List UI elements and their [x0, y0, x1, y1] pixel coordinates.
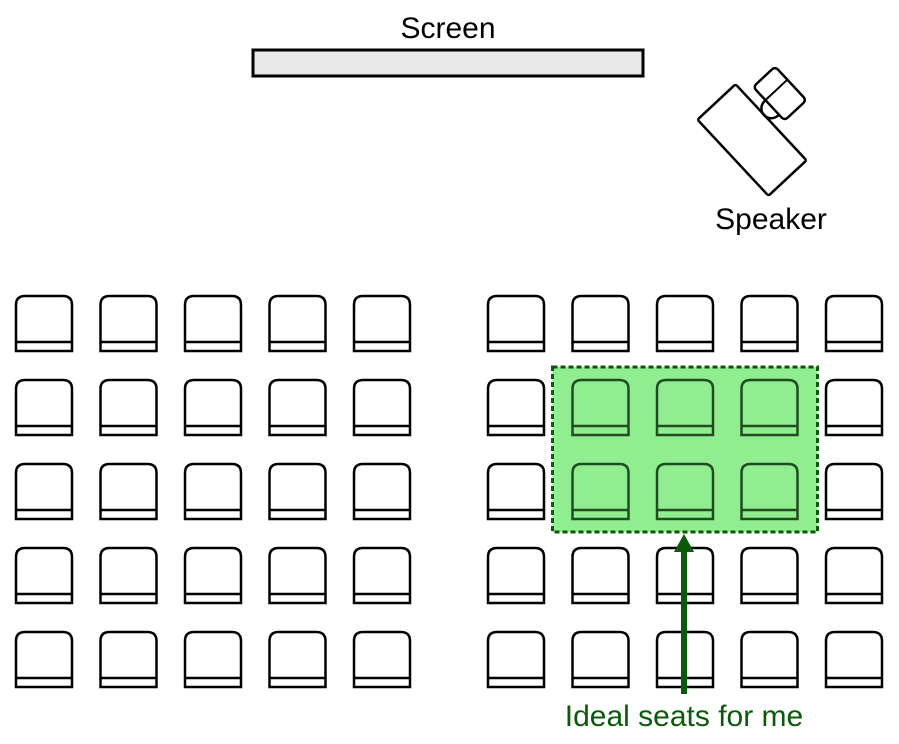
chair-icon [655, 462, 715, 521]
chair-icon [352, 630, 412, 689]
chair-icon [183, 630, 243, 689]
chair-icon [268, 546, 327, 605]
chair-icon [14, 462, 74, 521]
chair-icon [571, 462, 630, 521]
speaker-label: Speaker [715, 203, 827, 236]
chair-icon [99, 546, 158, 605]
chair-icon [352, 462, 412, 521]
chair-icon [571, 630, 630, 689]
chair-icon [571, 378, 630, 437]
ideal-seats-highlight [551, 365, 819, 534]
chair-icon [352, 378, 412, 437]
chair-icon [740, 378, 799, 437]
chair-icon [14, 378, 74, 437]
chair-icon [486, 294, 546, 353]
chair-icon [14, 294, 74, 353]
chair-icon [824, 546, 884, 605]
chair-icon [183, 378, 243, 437]
chair-icon [740, 546, 799, 605]
chair-icon [486, 546, 546, 605]
chair-icon [655, 294, 715, 353]
chair-icon [824, 630, 884, 689]
chair-icon [740, 462, 799, 521]
chair-icon [571, 546, 630, 605]
chair-icon [268, 630, 327, 689]
screen-bar [251, 48, 645, 78]
chair-icon [183, 462, 243, 521]
chair-icon [14, 546, 74, 605]
chair-icon [655, 378, 715, 437]
chair-icon [352, 546, 412, 605]
chair-icon [352, 294, 412, 353]
chair-icon [99, 378, 158, 437]
chair-icon [824, 378, 884, 437]
chair-icon [99, 462, 158, 521]
screen-label: Screen [400, 12, 495, 45]
chair-icon [486, 462, 546, 521]
podium-speaker-icon [697, 66, 807, 197]
chair-icon [571, 294, 630, 353]
chair-icon [486, 378, 546, 437]
pointer-arrow [674, 534, 694, 694]
seats-layer [14, 294, 884, 689]
chair-icon [824, 462, 884, 521]
chair-icon [268, 378, 327, 437]
chair-icon [183, 294, 243, 353]
ideal-seats-label: Ideal seats for me [565, 700, 803, 733]
chair-icon [99, 294, 158, 353]
chair-icon [14, 630, 74, 689]
chair-icon [740, 294, 799, 353]
chair-icon [740, 630, 799, 689]
chair-icon [183, 546, 243, 605]
chair-icon [268, 462, 327, 521]
chair-icon [486, 630, 546, 689]
chair-icon [99, 630, 158, 689]
chair-icon [824, 294, 884, 353]
chair-icon [268, 294, 327, 353]
